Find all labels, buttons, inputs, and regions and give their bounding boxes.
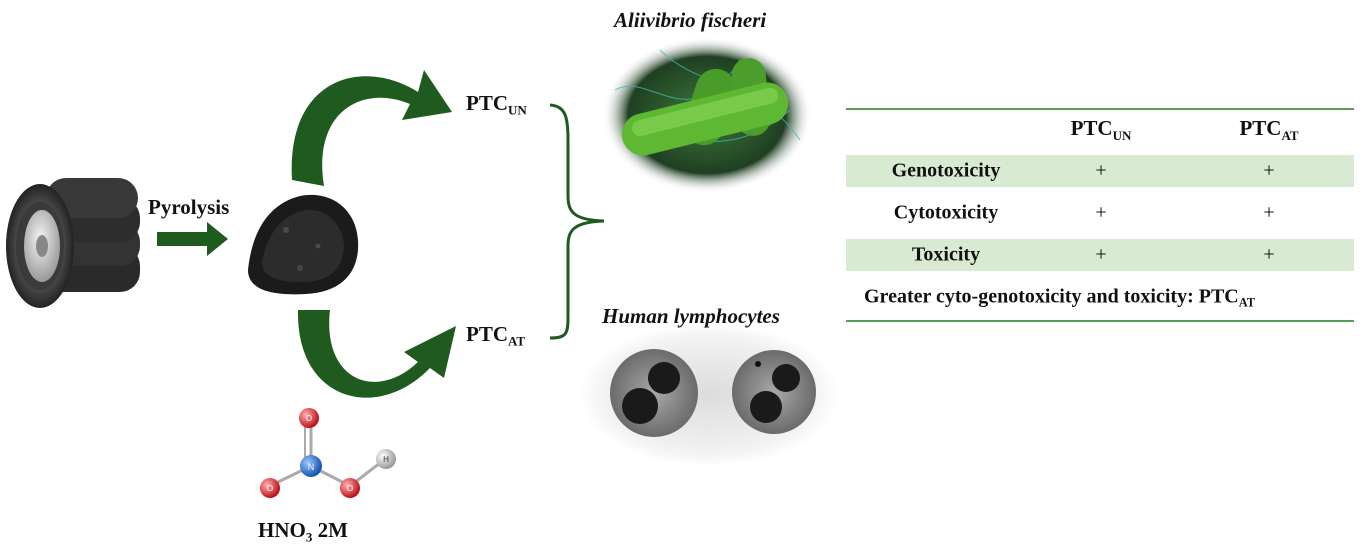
carbon-powder-icon xyxy=(248,194,359,295)
ptc-un-main: PTC xyxy=(466,91,508,115)
atom-label: O xyxy=(306,414,312,423)
footer-main: Greater cyto-genotoxicity and toxicity: … xyxy=(864,285,1239,308)
header-ptc-un: PTCUN xyxy=(1046,116,1156,144)
row-label: Toxicity xyxy=(911,243,981,266)
hno3-pre: HNO xyxy=(258,518,306,542)
hydrogen-atom xyxy=(376,449,396,469)
lymphocytes-title: Human lymphocytes xyxy=(602,304,780,328)
lymphocytes-image xyxy=(579,323,839,467)
ptc-at-label: PTCAT xyxy=(466,322,525,350)
header-sub: AT xyxy=(1281,127,1299,143)
ptc-un-sub: UN xyxy=(508,102,527,118)
hno3-label: HNO3 2M xyxy=(258,518,348,546)
oxygen-atom xyxy=(260,478,280,498)
cell-un: + xyxy=(1095,201,1107,224)
table-top-rule xyxy=(846,108,1354,110)
pyrolysis-label: Pyrolysis xyxy=(148,195,230,219)
pyrolysis-arrow xyxy=(157,222,228,256)
curved-arrow-up xyxy=(291,70,452,186)
atom-label: O xyxy=(347,484,353,493)
hno3-molecule: O N O O H xyxy=(260,408,396,498)
footer-sub: AT xyxy=(1238,295,1256,310)
cell-un: + xyxy=(1095,243,1107,266)
table-header-row: PTCUN PTCAT xyxy=(846,110,1354,150)
toxicity-summary-table: PTCUN PTCAT Genotoxicity + + Cytotoxicit… xyxy=(846,108,1354,322)
table-footer-row: Greater cyto-genotoxicity and toxicity: … xyxy=(846,276,1354,320)
header-main: PTC xyxy=(1070,116,1113,141)
header-sub: UN xyxy=(1112,127,1132,143)
row-band xyxy=(846,155,1354,187)
table-bottom-rule xyxy=(846,320,1354,322)
cell-at: + xyxy=(1263,159,1275,182)
footer-text: Greater cyto-genotoxicity and toxicity: … xyxy=(864,285,1255,310)
hno3-post: 2M xyxy=(312,518,348,542)
nitrogen-atom xyxy=(300,455,322,477)
merge-brace xyxy=(549,103,605,340)
row-label: Cytotoxicity xyxy=(893,201,999,224)
cell-at: + xyxy=(1263,201,1275,224)
oxygen-atom xyxy=(299,408,319,428)
oxygen-atom xyxy=(340,478,360,498)
row-band xyxy=(846,239,1354,271)
table-row: Toxicity + + xyxy=(846,234,1354,276)
row-label: Genotoxicity xyxy=(891,159,1001,182)
ptc-at-main: PTC xyxy=(466,322,508,346)
tires-icon xyxy=(6,178,140,308)
header-ptc-at: PTCAT xyxy=(1214,116,1324,144)
cell-at: + xyxy=(1263,243,1275,266)
curved-arrow-down xyxy=(297,310,456,398)
bacteria-image xyxy=(602,37,812,193)
atom-label: N xyxy=(308,462,315,472)
hno3-sub: 3 xyxy=(305,529,313,545)
table-row: Cytotoxicity + + xyxy=(846,192,1354,234)
atom-label: O xyxy=(267,484,273,493)
table-row: Genotoxicity + + xyxy=(846,150,1354,192)
cell-un: + xyxy=(1095,159,1107,182)
ptc-un-label: PTCUN xyxy=(466,91,527,119)
bacteria-title: Aliivibrio fischeri xyxy=(614,8,767,32)
atom-label: H xyxy=(383,455,389,464)
header-main: PTC xyxy=(1239,116,1282,141)
ptc-at-sub: AT xyxy=(508,333,526,349)
